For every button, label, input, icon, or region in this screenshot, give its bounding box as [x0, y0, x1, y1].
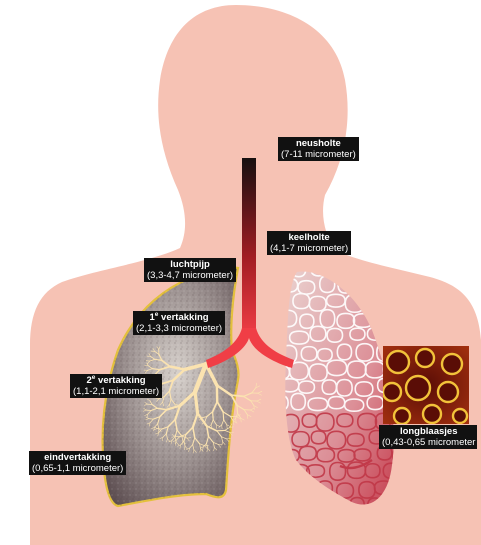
alveolus [387, 351, 409, 373]
alveolus [453, 409, 467, 423]
label-neusholte: neusholte (7-11 micrometer) [278, 137, 359, 161]
label-keelholte: keelholte (4,1-7 micrometer) [267, 231, 351, 255]
bronchus-branch [149, 419, 154, 420]
label-vertakking-2: 2e vertakking (1,1-2,1 micrometer) [70, 374, 162, 398]
alveolus [442, 354, 462, 374]
bronchus-branch [213, 412, 214, 420]
bronchus-branch [157, 429, 162, 430]
bronchus-branch [237, 405, 238, 413]
label-vertakking-1: 1e vertakking (2,1-3,3 micrometer) [133, 311, 225, 335]
bronchus-branch [223, 412, 224, 420]
alveolus [383, 383, 401, 401]
label-longblaasjes: longblaasjes (0,43-0,65 micrometer [379, 425, 477, 449]
bronchus-branch [148, 404, 153, 405]
label-luchtpijp: luchtpijp (3,3-4,7 micrometer) [144, 258, 236, 282]
label-eindvertakking: eindvertakking (0,65-1,1 micrometer) [29, 451, 126, 475]
alveolus [416, 349, 434, 367]
alveolus [423, 405, 441, 423]
alveolus [406, 376, 430, 400]
alveolus [394, 408, 410, 424]
alveoli-inset [383, 346, 469, 424]
alveolus [438, 382, 458, 402]
